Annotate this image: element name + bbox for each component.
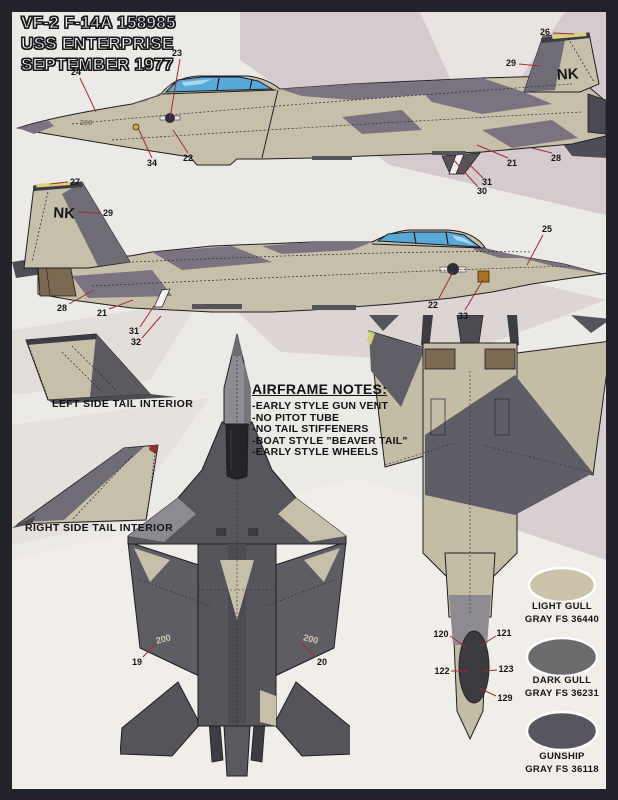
callout-label: 129 bbox=[497, 693, 513, 703]
airframe-note: -NO PITOT TUBE bbox=[252, 411, 340, 424]
frame-border-top bbox=[0, 0, 618, 12]
light-gull-gray-chip bbox=[527, 566, 597, 604]
dark-gull-gray-chip bbox=[525, 636, 599, 678]
frame-border-right bbox=[606, 0, 618, 800]
callout-label: 122 bbox=[434, 666, 450, 676]
gunship-gray-label: GUNSHIP GRAY FS 36118 bbox=[502, 751, 618, 776]
tail-code-top-profile: NK bbox=[556, 65, 579, 83]
callout-label: 25 bbox=[541, 224, 553, 234]
left-tail-interior-label: LEFT SIDE TAIL INTERIOR bbox=[52, 398, 194, 410]
callout-label: 30 bbox=[476, 186, 488, 196]
left-tail-interior-illustration bbox=[25, 333, 176, 404]
light-gull-gray-label: LIGHT GULL GRAY FS 36440 bbox=[502, 601, 618, 626]
right-side-profile-illustration: NK 200 bbox=[16, 32, 608, 175]
airframe-note: -EARLY STYLE WHEELS bbox=[252, 446, 379, 459]
chip-name: LIGHT GULL bbox=[532, 601, 592, 612]
airframe-note: -NO TAIL STIFFENERS bbox=[252, 423, 369, 436]
left-side-profile-illustration: NK bbox=[12, 181, 608, 313]
chip-code: GRAY FS 36440 bbox=[524, 613, 600, 625]
callout-label: 20 bbox=[316, 657, 328, 667]
chip-name: DARK GULL bbox=[532, 675, 592, 686]
gunship-gray-chip bbox=[525, 710, 599, 752]
tail-code-side-profile: NK bbox=[53, 204, 76, 222]
frame-border-left bbox=[0, 0, 12, 800]
callout-label: 123 bbox=[498, 664, 514, 674]
dark-gull-gray-label: DARK GULL GRAY FS 36231 bbox=[502, 675, 618, 700]
airframe-note: -EARLY STYLE GUN VENT bbox=[252, 400, 389, 412]
callout-label: 29 bbox=[505, 58, 517, 68]
callout-label: 31 bbox=[128, 326, 140, 336]
callout-label: 34 bbox=[146, 158, 158, 168]
chip-name: GUNSHIP bbox=[539, 751, 585, 762]
title-line-3: SEPTEMBER 1977 bbox=[20, 54, 174, 74]
callout-label: 28 bbox=[56, 303, 68, 313]
color-chip-swatches bbox=[525, 566, 599, 752]
callout-label: 29 bbox=[102, 208, 114, 218]
top-view-illustration: 200 200 bbox=[120, 333, 350, 777]
callout-label: 22 bbox=[182, 153, 194, 163]
modex-right-glove: 200 bbox=[302, 632, 319, 645]
callout-label: 22 bbox=[427, 300, 439, 310]
right-tail-interior-illustration bbox=[12, 444, 159, 528]
frame-border-bottom bbox=[0, 789, 618, 800]
callout-label: 23 bbox=[171, 48, 183, 58]
callout-label: 21 bbox=[506, 158, 518, 168]
modex-left-glove: 200 bbox=[155, 632, 172, 645]
airframe-note: -BOAT STYLE "BEAVER TAIL" bbox=[252, 434, 408, 447]
chip-code: GRAY FS 36118 bbox=[525, 763, 599, 775]
callout-label: 121 bbox=[496, 628, 512, 638]
callout-label: 32 bbox=[130, 337, 142, 347]
chip-code: GRAY FS 36231 bbox=[524, 687, 600, 699]
callout-label: 26 bbox=[539, 27, 551, 37]
airframe-notes: AIRFRAME NOTES: -EARLY STYLE GUN VENT -N… bbox=[252, 381, 422, 459]
title-line-1: VF-2 F-14A 158985 bbox=[20, 12, 176, 32]
callout-label: 120 bbox=[433, 629, 449, 639]
callout-label: 24 bbox=[70, 67, 82, 77]
bottom-view-illustration bbox=[367, 315, 612, 741]
callout-label: 19 bbox=[131, 657, 143, 667]
callout-label: 27 bbox=[69, 177, 81, 187]
right-tail-interior-label: RIGHT SIDE TAIL INTERIOR bbox=[25, 522, 174, 534]
callout-label: 28 bbox=[550, 153, 562, 163]
title-block: VF-2 F-14A 158985 USS ENTERPRISE SEPTEMB… bbox=[20, 12, 176, 75]
callout-label: 31 bbox=[481, 177, 493, 187]
modex-top-profile: 200 bbox=[80, 118, 93, 127]
airframe-notes-title: AIRFRAME NOTES: bbox=[252, 381, 388, 397]
callout-label: 33 bbox=[457, 311, 469, 321]
title-line-2: USS ENTERPRISE bbox=[20, 33, 174, 53]
callout-label: 21 bbox=[96, 308, 108, 318]
